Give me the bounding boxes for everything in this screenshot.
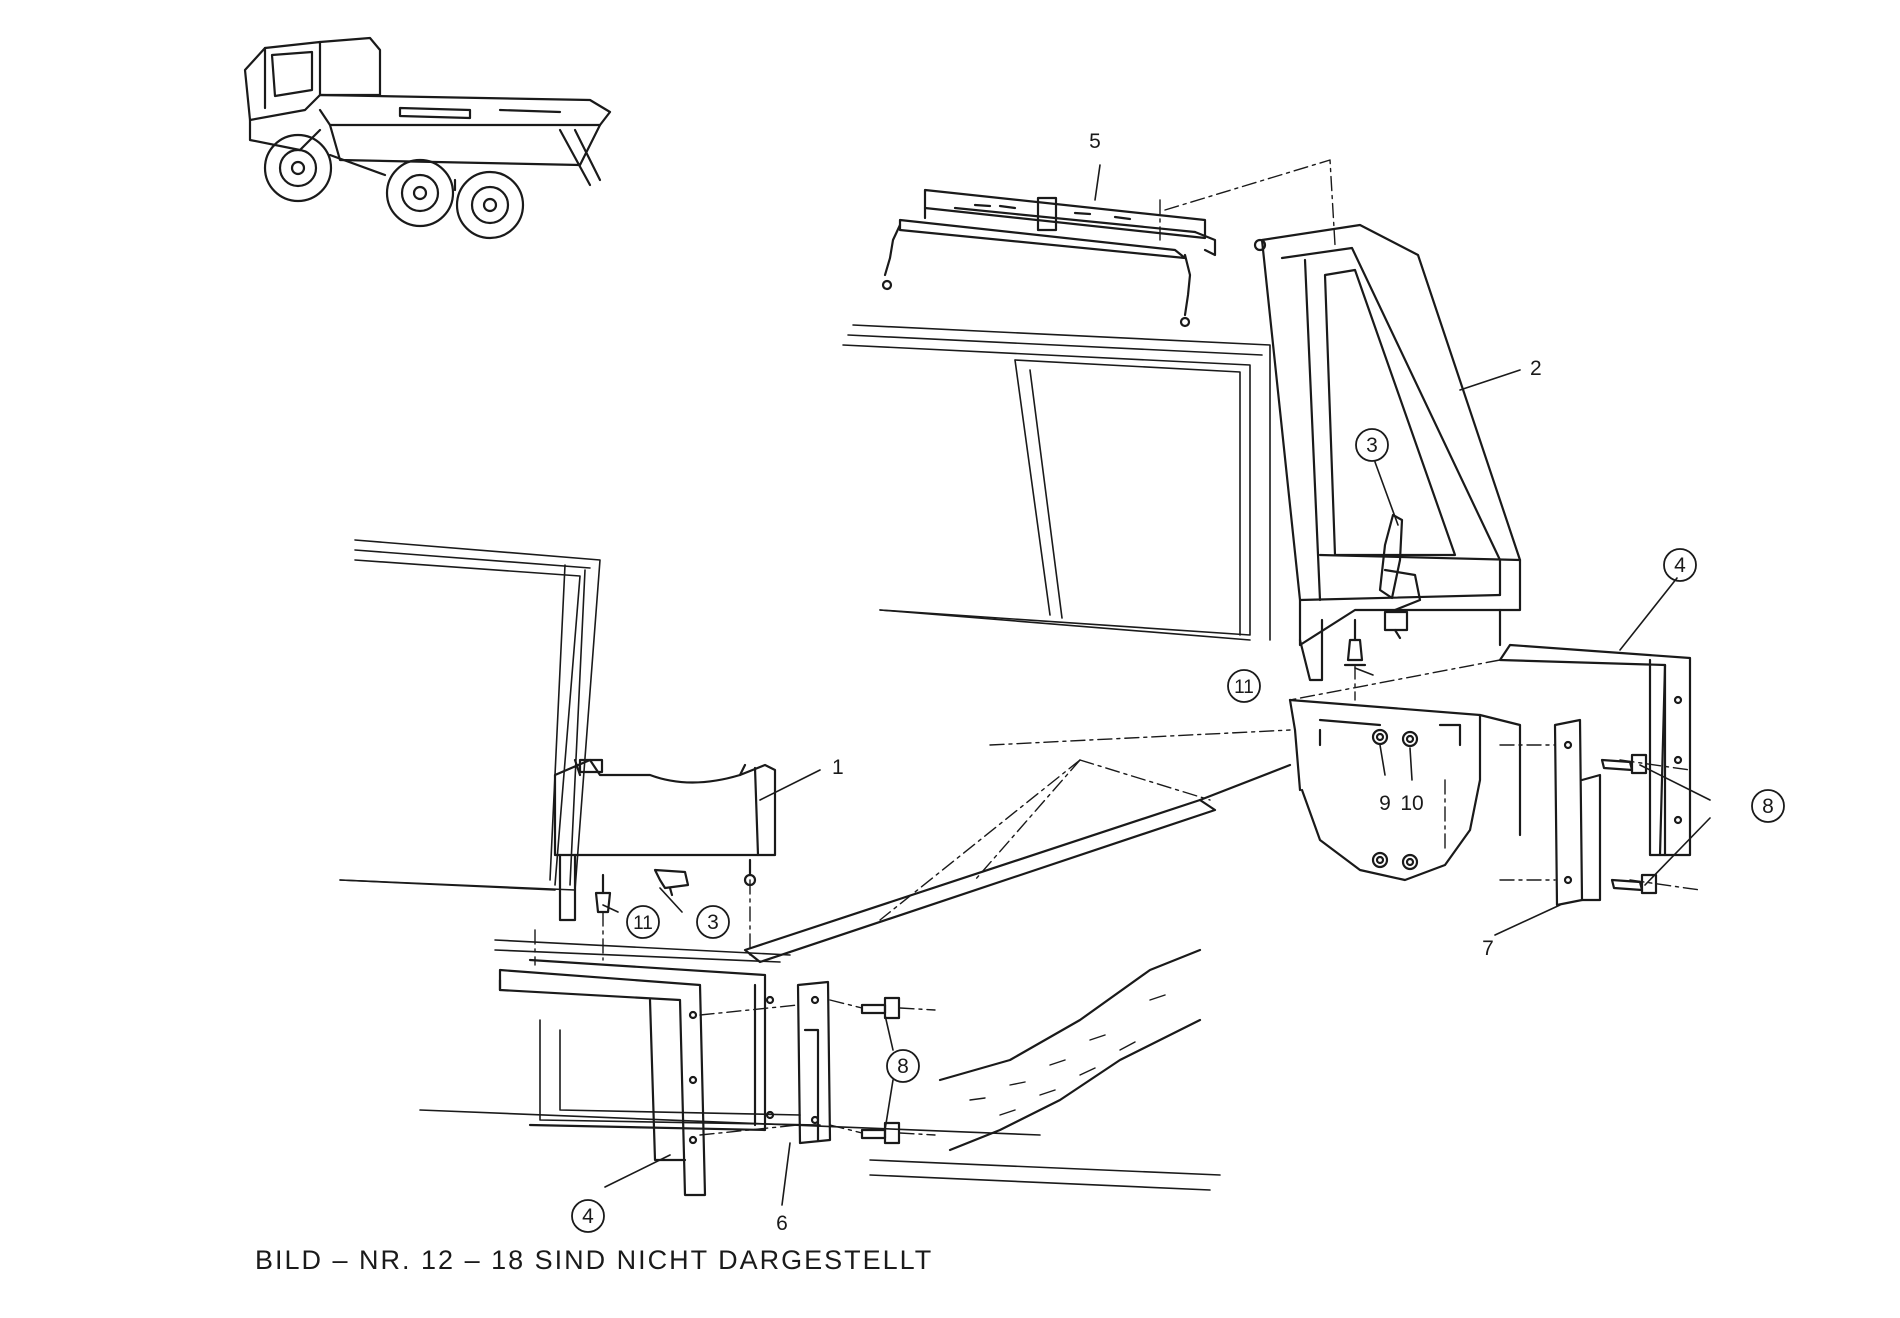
callout-7-label: 7 (1482, 937, 1494, 960)
part-8-bolts-left (860, 996, 901, 1145)
callout-circles (571, 428, 1785, 1233)
part-11-cup-bottom (594, 873, 612, 914)
callout-4-right-label: 4 (1674, 554, 1686, 577)
callout-3-bottom-label: 3 (707, 911, 719, 934)
part-3-latch-bottom (653, 868, 690, 897)
callout-2-label: 2 (1530, 357, 1542, 380)
callout-5-label: 5 (1089, 130, 1101, 153)
part-4-angle-left (498, 968, 707, 1197)
callout-11-top-label: 11 (1234, 677, 1254, 698)
part-5-stake-bar (881, 188, 1217, 328)
callout-8-left-label: 8 (897, 1055, 909, 1078)
leader-lines (602, 164, 1711, 1206)
vehicle-body-outline (339, 324, 1271, 1136)
assembly-guide-lines (534, 159, 1701, 1136)
truck-thumbnail (243, 36, 612, 240)
callout-10-label: 10 (1400, 792, 1423, 815)
bracket-assembly-right (1288, 698, 1522, 882)
part-11-cup-top (1343, 618, 1367, 667)
part-3-latch-top (1378, 513, 1422, 640)
callout-4-left-label: 4 (582, 1205, 594, 1228)
part-6-plate (796, 980, 832, 1145)
caption-text: BILD – NR. 12 – 18 SIND NICHT DARGESTELL… (255, 1245, 933, 1275)
callout-3-top-label: 3 (1366, 434, 1378, 457)
part-4-angle-right (1498, 643, 1692, 857)
side-rail (743, 763, 1292, 964)
tarp-cover (869, 948, 1221, 1191)
callout-1-label: 1 (832, 756, 844, 779)
callout-11-bottom-label: 11 (633, 913, 653, 934)
part-1-rear-post (553, 758, 777, 922)
part-8-bolts-right (1600, 753, 1658, 895)
lower-bracket-left (528, 958, 775, 1132)
callout-8-right-label: 8 (1762, 795, 1774, 818)
part-7-plate (1553, 718, 1602, 907)
part-2-front-post (1253, 223, 1522, 682)
callout-6-label: 6 (776, 1212, 788, 1235)
callout-9-label: 9 (1379, 792, 1391, 815)
